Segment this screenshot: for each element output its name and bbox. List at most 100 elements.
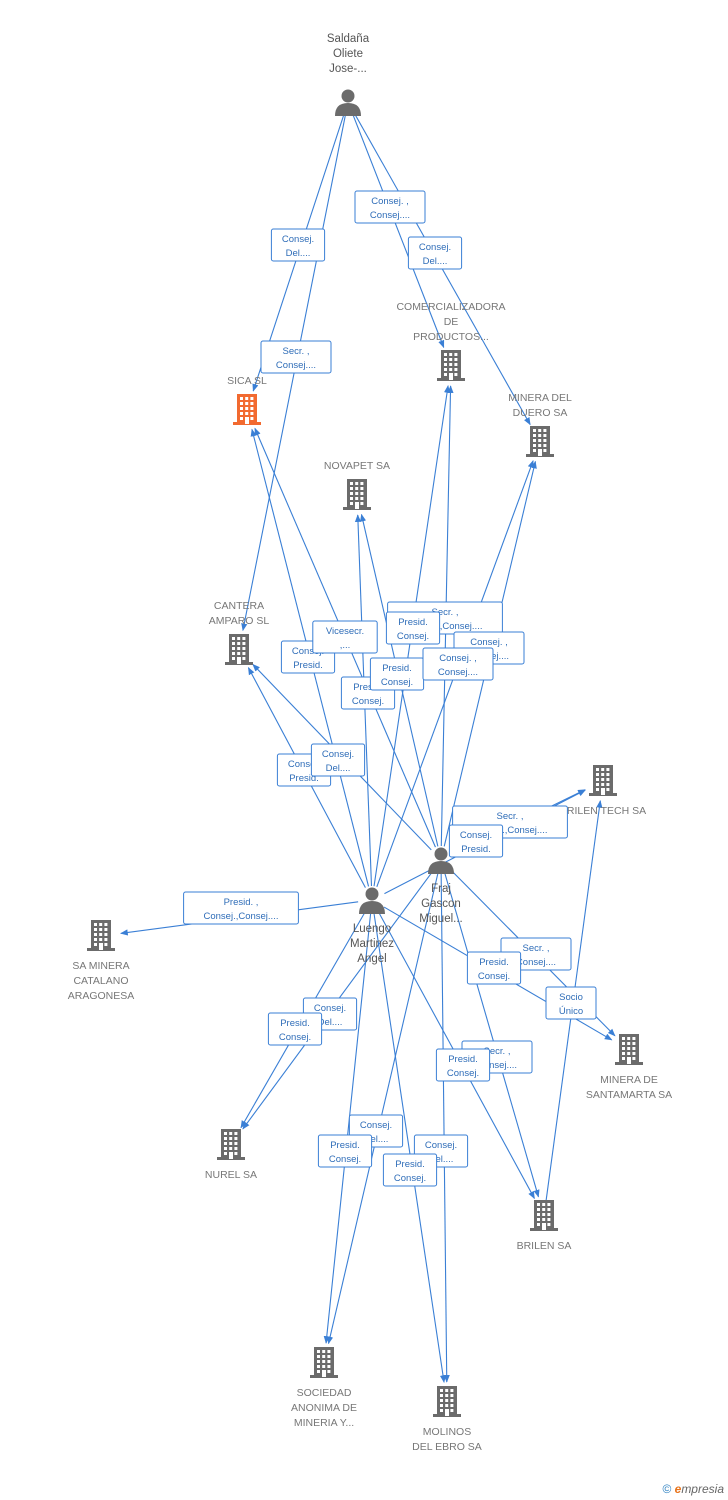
relation-label-text: Consej. <box>279 1032 311 1043</box>
relation-label-box <box>270 228 326 262</box>
building-icon <box>310 1347 338 1378</box>
label-line: AMPARO SL <box>209 615 270 627</box>
label-line: BRILEN SA <box>517 1240 572 1252</box>
relation-label-box <box>448 824 504 858</box>
relation-edge-luengo-sociedad <box>323 913 372 1344</box>
building-icon <box>437 350 465 381</box>
label-line: Miguel... <box>419 913 462 925</box>
relation-label-text: Presid. <box>448 1054 478 1065</box>
relation-label-saldana-sica[interactable]: Consej.Del.... <box>270 228 326 262</box>
relation-label-fraj-novapet[interactable]: Presid.Consej. <box>385 611 441 645</box>
relation-label-text: Consej. <box>397 631 429 642</box>
relation-label-text: Consej. <box>352 696 384 707</box>
label-line: NUREL SA <box>205 1169 257 1181</box>
relation-label-text: Consej. <box>419 242 451 253</box>
relation-label-text: Presid. <box>293 660 323 671</box>
relation-label-luengo-nurel[interactable]: Presid. Consej. <box>267 1012 323 1046</box>
label-line: Oliete <box>333 48 363 60</box>
relation-label-luengo-sa_minera[interactable]: Presid. , Consej.,Consej.... <box>183 891 299 925</box>
building-icon <box>233 394 261 425</box>
relation-label-text: Consej. <box>394 1173 426 1184</box>
building-icon <box>530 1200 558 1231</box>
relation-label-text: Consej. <box>478 971 510 982</box>
label-line: PRODUCTOS... <box>413 331 489 343</box>
relation-label-text: Socio <box>559 992 583 1003</box>
relation-label-text: Consej.... <box>477 1060 517 1071</box>
label-line: Saldaña <box>327 33 370 45</box>
label-line: Fraj <box>431 883 451 895</box>
relation-label-luengo-minera_santamarta[interactable]: Presid.Consej. <box>466 951 522 985</box>
person-icon <box>335 89 361 116</box>
relation-label-box <box>382 1153 438 1187</box>
relation-labels-layer: Consej.Del....Consej. ,Consej....Consej.… <box>183 190 597 1187</box>
relation-label-text: Consej. <box>447 1068 479 1079</box>
relation-label-text: Presid. , <box>224 897 259 908</box>
relation-label-saldana-minera_duero[interactable]: Consej. Del.... <box>407 236 463 270</box>
relation-label-box <box>435 1048 491 1082</box>
relation-label-box <box>267 1012 323 1046</box>
company-node-comercializadora[interactable]: COMERCIALIZADORADEPRODUCTOS... <box>396 301 506 381</box>
brand-logo[interactable]: empresia <box>674 1482 724 1496</box>
relation-label-text: Consej.... <box>516 957 556 968</box>
relation-label-luengo-minera_duero[interactable]: Consej. ,Consej.... <box>422 647 494 681</box>
relation-label-text: Consej. <box>329 1154 361 1165</box>
relation-label-text: Secr. , <box>432 607 459 618</box>
company-node-brilen_tech[interactable]: BRILEN TECH SA <box>560 765 646 817</box>
relation-label-text: Presid. <box>395 1159 425 1170</box>
relation-label-text: Secr. , <box>484 1046 511 1057</box>
relation-label-text: Secr. , <box>497 811 524 822</box>
relation-label-text: Consej.,Consej.... <box>204 911 279 922</box>
person-icon <box>359 887 385 914</box>
label-line: Angel <box>357 953 386 965</box>
relation-label-box <box>545 986 597 1020</box>
person-icon <box>428 847 454 874</box>
relation-label-text: Del.... <box>423 256 448 267</box>
relation-label-fraj-sica[interactable]: Vicesecr.,... <box>312 620 378 654</box>
relation-label-text: Presid. <box>280 1018 310 1029</box>
label-line: Gascon <box>421 898 461 910</box>
relation-label-fraj-cantera[interactable]: Consej.Del.... <box>310 743 366 777</box>
label-line: MINERIA Y... <box>294 1417 354 1429</box>
relation-label-box <box>407 236 463 270</box>
relation-label-text: Del.... <box>286 248 311 259</box>
relation-label-saldana-cantera[interactable]: Secr. ,Consej.... <box>260 340 332 374</box>
relation-label-saldana-comercializadora[interactable]: Consej. ,Consej.... <box>354 190 426 224</box>
relation-label-text: ,... <box>340 640 351 651</box>
relation-label-text: Consej. <box>425 1140 457 1151</box>
building-icon <box>589 765 617 796</box>
relation-label-text: Presid. <box>289 773 319 784</box>
relation-label-luengo-molinos[interactable]: Presid. Consej. <box>382 1153 438 1187</box>
relation-label-box <box>422 647 494 681</box>
company-node-brilen[interactable]: BRILEN SA <box>517 1200 572 1252</box>
relation-label-luengo-sociedad[interactable]: Presid.Consej. <box>317 1134 373 1168</box>
person-node-fraj[interactable]: FrajGasconMiguel... <box>419 847 463 926</box>
company-node-nurel[interactable]: NUREL SA <box>205 1129 257 1181</box>
relation-label-box <box>317 1134 373 1168</box>
relation-label-luengo-novapet[interactable]: Presid.Consej. <box>369 657 425 691</box>
label-line: SA MINERA <box>72 960 129 972</box>
relation-label-luengo-brilen[interactable]: Presid. Consej. <box>435 1048 491 1082</box>
relation-label-text: Presid. <box>382 663 412 674</box>
relation-label-text: Consej. <box>288 759 320 770</box>
building-icon <box>87 920 115 951</box>
company-node-sica[interactable]: SICA SL <box>227 375 267 425</box>
company-node-novapet[interactable]: NOVAPET SA <box>324 460 390 510</box>
relation-label-text: Consej.... <box>370 210 410 221</box>
relation-label-box <box>466 951 522 985</box>
relation-label-box <box>385 611 441 645</box>
label-line: COMERCIALIZADORA <box>396 301 505 313</box>
label-line: SOCIEDAD <box>297 1387 352 1399</box>
person-node-saldana[interactable]: SaldañaOlieteJose-... <box>327 33 370 116</box>
relation-label-text: Del.... <box>326 763 351 774</box>
building-icon <box>433 1386 461 1417</box>
relation-label-luengo-brilen_tech[interactable]: Consej.Presid. <box>448 824 504 858</box>
